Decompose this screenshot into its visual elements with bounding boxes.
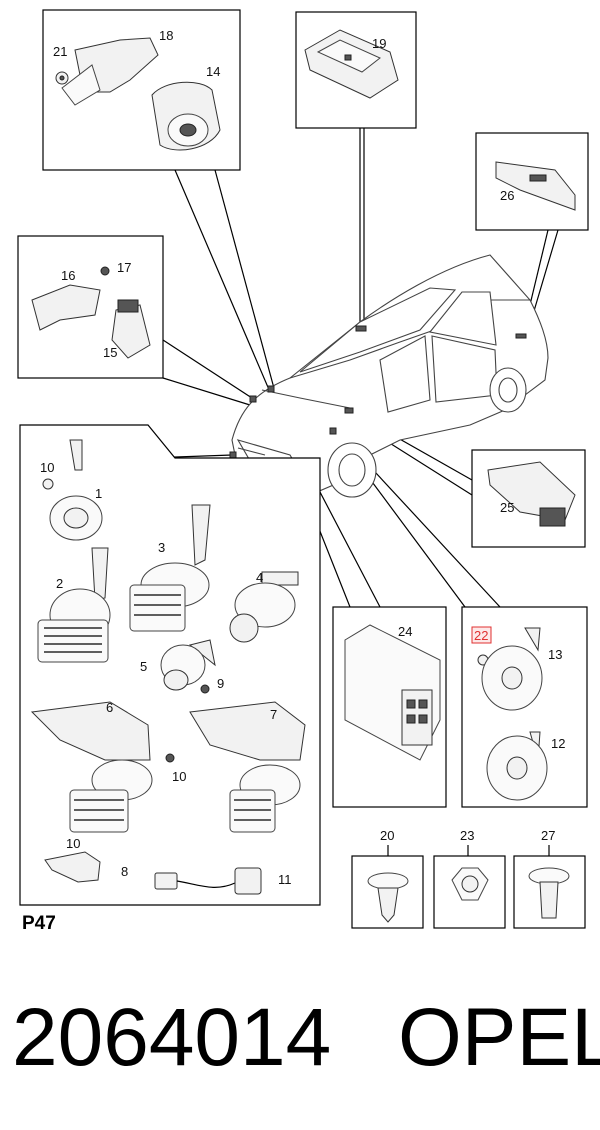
callout-1: 1 bbox=[95, 486, 102, 501]
page-code: P47 bbox=[22, 913, 56, 934]
box-18-14-21 bbox=[42, 9, 241, 171]
box-horns bbox=[19, 424, 321, 906]
box-23 bbox=[433, 845, 506, 929]
callout-10-c: 10 bbox=[66, 836, 80, 851]
callout-25: 25 bbox=[500, 500, 514, 515]
brand-name: OPEL bbox=[398, 992, 600, 1083]
box-25 bbox=[471, 449, 586, 548]
box-27 bbox=[513, 845, 586, 929]
callout-20: 20 bbox=[380, 828, 394, 843]
callout-9: 9 bbox=[217, 676, 224, 691]
box-19 bbox=[295, 11, 417, 129]
callout-11: 11 bbox=[278, 872, 292, 887]
callout-6: 6 bbox=[106, 700, 113, 715]
callout-22: 22 bbox=[474, 628, 488, 643]
callout-15: 15 bbox=[103, 345, 117, 360]
callout-19: 19 bbox=[372, 36, 386, 51]
box-22-13-12 bbox=[461, 606, 588, 808]
callout-labels: 18 21 14 19 26 16 17 15 25 10 1 3 2 4 5 … bbox=[40, 28, 565, 887]
box-20 bbox=[351, 845, 424, 929]
callout-18: 18 bbox=[159, 28, 173, 43]
callout-10-a: 10 bbox=[40, 460, 54, 475]
callout-13: 13 bbox=[548, 647, 562, 662]
callout-27: 27 bbox=[541, 828, 555, 843]
callout-4: 4 bbox=[256, 570, 263, 585]
callout-2: 2 bbox=[56, 576, 63, 591]
callout-8: 8 bbox=[121, 864, 128, 879]
callout-23: 23 bbox=[460, 828, 474, 843]
callout-10-b: 10 bbox=[172, 769, 186, 784]
callout-21: 21 bbox=[53, 44, 67, 59]
callout-17: 17 bbox=[117, 260, 131, 275]
box-26 bbox=[475, 132, 589, 231]
highlight-box bbox=[471, 626, 492, 644]
callout-3: 3 bbox=[158, 540, 165, 555]
callout-5: 5 bbox=[140, 659, 147, 674]
box-16-17-15 bbox=[17, 235, 164, 379]
callout-14: 14 bbox=[206, 64, 220, 79]
box-24 bbox=[332, 606, 447, 808]
car-outline bbox=[229, 254, 549, 498]
callout-26: 26 bbox=[500, 188, 514, 203]
callout-12: 12 bbox=[551, 736, 565, 751]
part-number: 2064014 bbox=[12, 992, 331, 1083]
callout-16: 16 bbox=[61, 268, 75, 283]
callout-24: 24 bbox=[398, 624, 412, 639]
callout-7: 7 bbox=[270, 707, 277, 722]
